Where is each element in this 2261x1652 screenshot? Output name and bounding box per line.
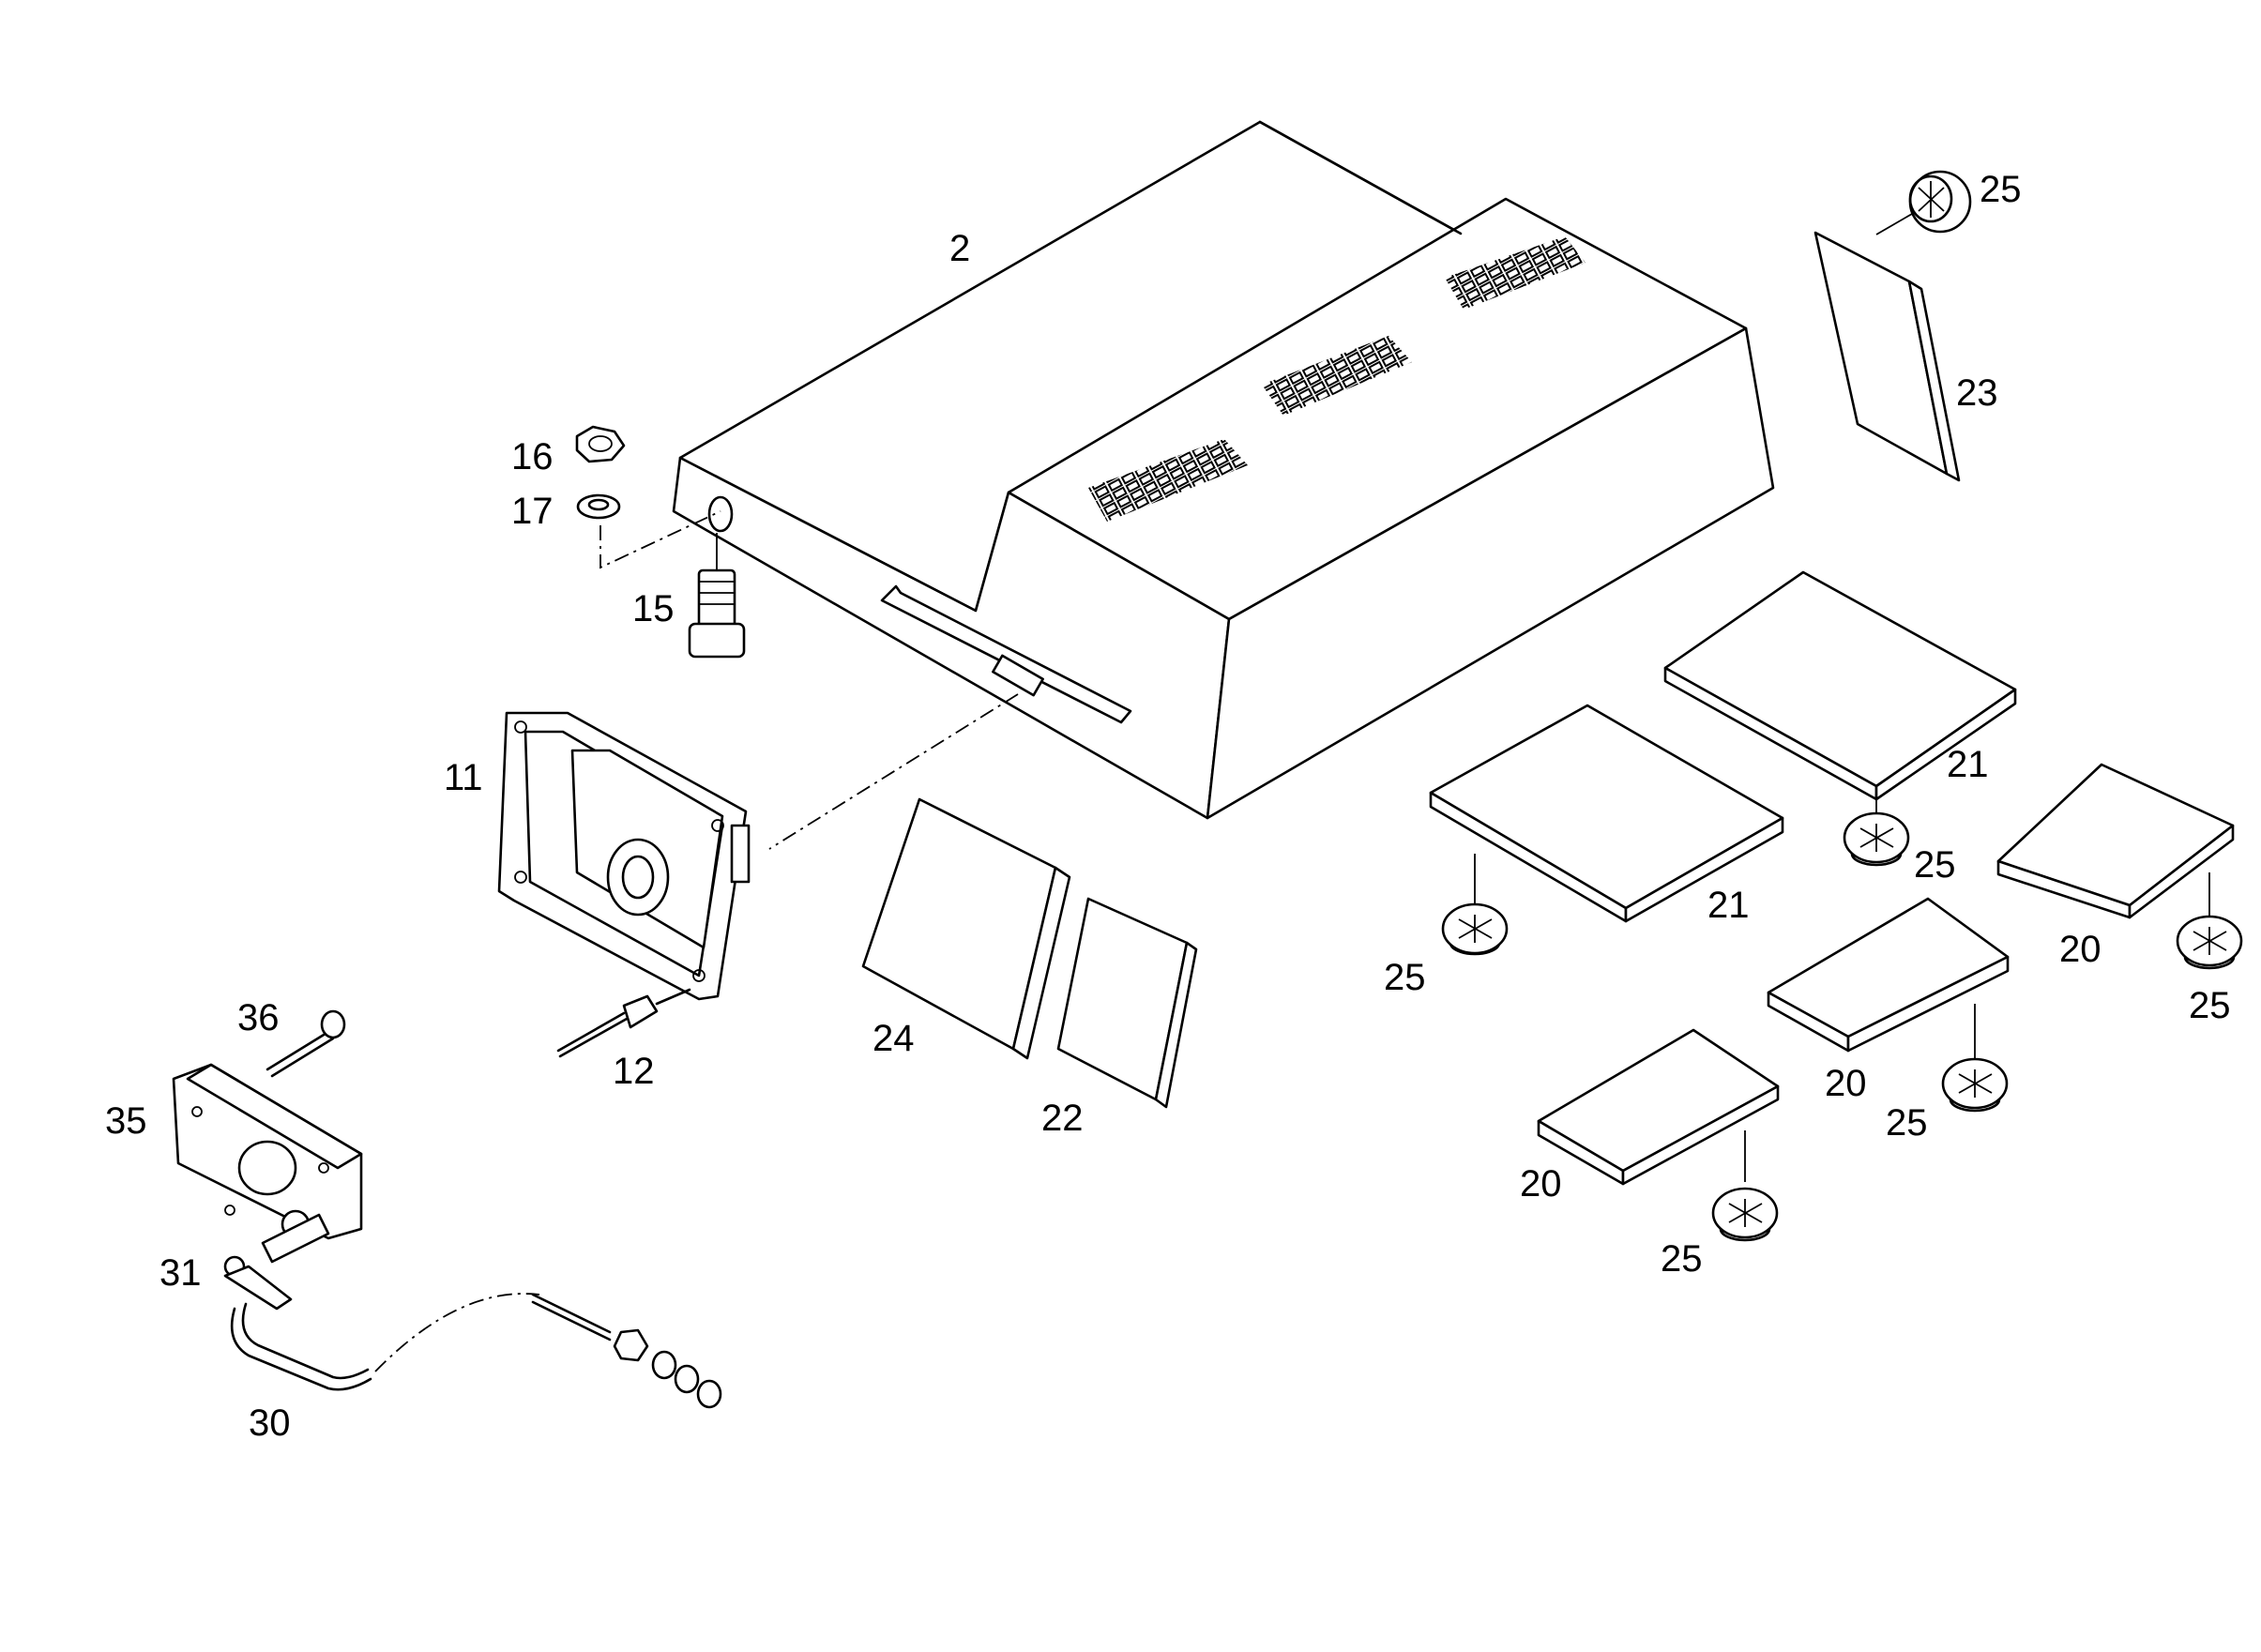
label-part-25-a: 25 bbox=[1384, 957, 1426, 998]
label-part-36: 36 bbox=[237, 997, 280, 1038]
grommet-25-c bbox=[2176, 872, 2243, 970]
fastener-leader-line bbox=[599, 510, 721, 569]
hood-side-handle bbox=[880, 584, 1132, 724]
pad-21-lower bbox=[1429, 704, 1784, 923]
label-part-35: 35 bbox=[105, 1100, 147, 1142]
label-part-17: 17 bbox=[511, 491, 554, 532]
label-part-25-d: 25 bbox=[1886, 1102, 1928, 1144]
grommet-25-top bbox=[1875, 170, 1972, 235]
label-part-30: 30 bbox=[249, 1402, 291, 1444]
hex-nut-16 bbox=[575, 425, 626, 463]
label-part-2: 2 bbox=[949, 228, 970, 269]
label-part-23: 23 bbox=[1956, 372, 1998, 414]
label-part-21-lower: 21 bbox=[1707, 885, 1750, 926]
grommet-25-a bbox=[1441, 854, 1509, 956]
label-part-25-top: 25 bbox=[1980, 169, 2022, 210]
pad-20-right bbox=[1996, 763, 2235, 919]
latch-leader-line bbox=[768, 693, 1019, 850]
washer-17 bbox=[576, 493, 621, 520]
pad-24 bbox=[861, 797, 1071, 1060]
label-part-20-right: 20 bbox=[2059, 929, 2102, 970]
label-part-25-e: 25 bbox=[1661, 1238, 1703, 1280]
label-part-16: 16 bbox=[511, 436, 554, 477]
vent-mesh-front bbox=[1088, 439, 1248, 522]
vent-mesh-middle bbox=[1262, 336, 1412, 416]
latch-plate-11 bbox=[497, 711, 751, 1001]
lock-body-35 bbox=[172, 1063, 363, 1264]
grommet-25-e bbox=[1711, 1130, 1779, 1242]
pad-23 bbox=[1813, 231, 1961, 482]
pad-20-lower bbox=[1537, 1028, 1780, 1186]
vent-mesh-rear bbox=[1445, 236, 1586, 310]
label-part-22: 22 bbox=[1041, 1098, 1084, 1139]
pad-20-middle bbox=[1767, 897, 2010, 1053]
label-part-31: 31 bbox=[159, 1252, 202, 1294]
pad-22 bbox=[1056, 897, 1198, 1109]
clip-31 bbox=[223, 1255, 293, 1311]
label-part-25-c: 25 bbox=[2189, 985, 2231, 1026]
screw-36 bbox=[266, 1009, 346, 1078]
label-part-25-b: 25 bbox=[1914, 844, 1956, 886]
bolt-15 bbox=[688, 568, 746, 659]
label-part-15: 15 bbox=[632, 588, 675, 629]
label-part-21-upper: 21 bbox=[1947, 744, 1989, 785]
hood-cover bbox=[672, 120, 1775, 820]
label-part-24: 24 bbox=[873, 1018, 915, 1059]
label-part-20-lower: 20 bbox=[1520, 1163, 1562, 1205]
grommet-25-b bbox=[1843, 800, 1910, 867]
pad-21-upper bbox=[1663, 570, 2017, 801]
grommet-25-d bbox=[1941, 1004, 2009, 1113]
label-part-12: 12 bbox=[613, 1051, 655, 1092]
label-part-20-middle: 20 bbox=[1825, 1063, 1867, 1104]
pin-12 bbox=[556, 988, 691, 1058]
hood-bolt-hole bbox=[707, 495, 734, 533]
label-part-11: 11 bbox=[444, 757, 483, 798]
cable-30 bbox=[230, 1293, 722, 1409]
